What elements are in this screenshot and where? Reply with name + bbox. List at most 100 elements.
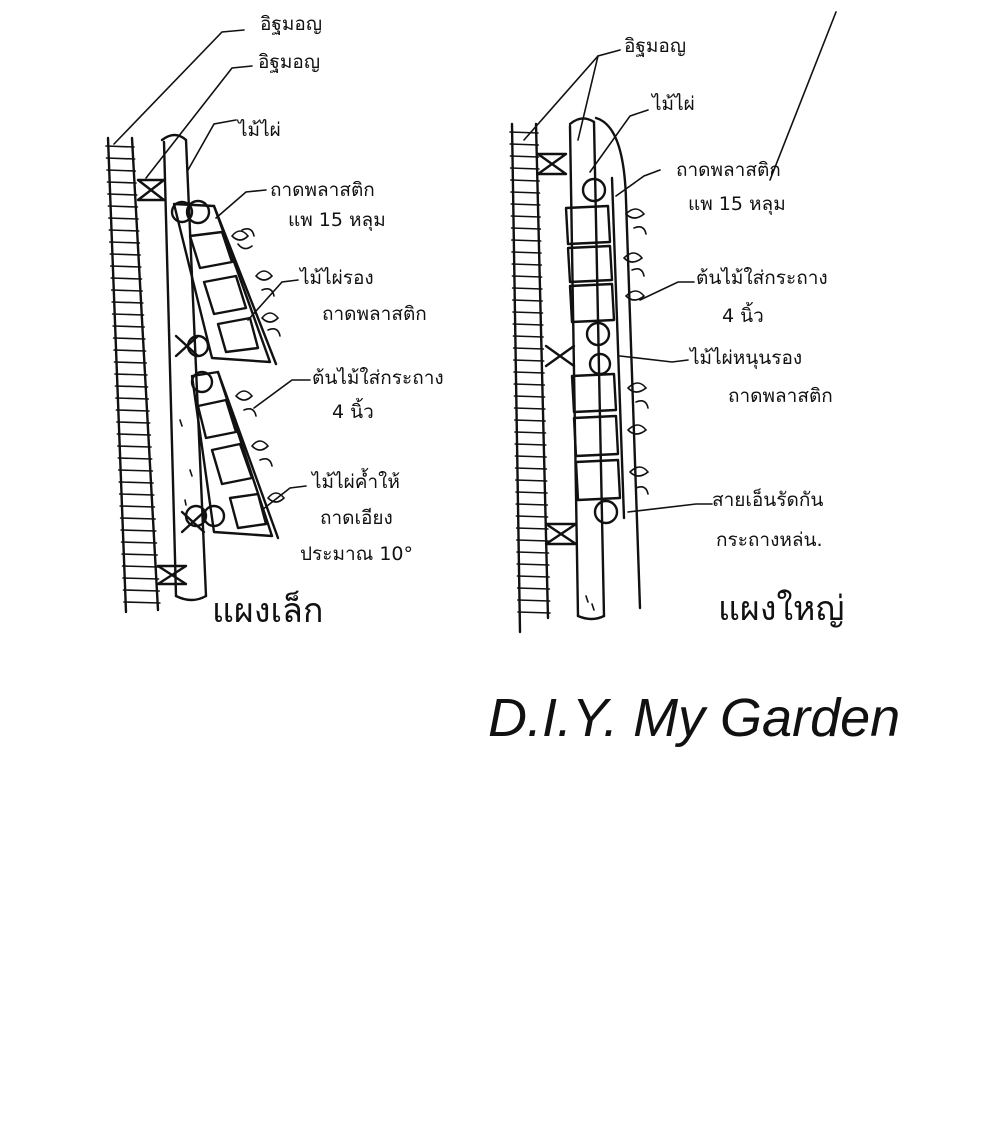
brick-rung bbox=[109, 253, 141, 256]
left-label-bamboo-support: ไม้ไผ่รอง bbox=[298, 267, 374, 289]
brick-rung bbox=[105, 145, 135, 148]
brick-rung bbox=[106, 169, 137, 172]
brick-rung bbox=[108, 241, 141, 244]
right-support-line bbox=[594, 116, 642, 610]
brick-rung bbox=[120, 529, 157, 532]
brick-rung bbox=[108, 229, 140, 232]
right-brick-rungs bbox=[509, 131, 551, 614]
left-bamboo-pole bbox=[160, 133, 208, 602]
right-vertical-tray bbox=[564, 176, 626, 525]
brick-rung bbox=[110, 289, 143, 292]
brick-rung bbox=[509, 179, 541, 182]
brick-rung bbox=[516, 551, 550, 554]
left-leader-lines bbox=[113, 29, 311, 511]
brick-rung bbox=[122, 589, 161, 592]
brick-rung bbox=[108, 217, 139, 220]
left-label-tilt: ไม้ไผ่ค้ำให้ bbox=[310, 468, 400, 493]
brick-rung bbox=[123, 601, 161, 604]
brick-rung bbox=[110, 277, 143, 280]
brick-rung bbox=[111, 313, 145, 316]
right-plants bbox=[623, 208, 650, 495]
left-brick-wall bbox=[105, 136, 161, 614]
brick-rung bbox=[114, 385, 149, 388]
brick-rung bbox=[517, 611, 551, 614]
brand-title: D.I.Y. My Garden bbox=[488, 688, 900, 748]
brick-rung bbox=[109, 265, 142, 268]
right-panel-drawing bbox=[509, 11, 837, 634]
right-brick-wall bbox=[509, 122, 551, 634]
brick-rung bbox=[512, 347, 545, 350]
brick-rung bbox=[515, 503, 549, 506]
brick-rung bbox=[121, 553, 158, 556]
left-caption: แผงเล็ก bbox=[212, 590, 323, 631]
brick-rung bbox=[513, 383, 546, 386]
brick-rung bbox=[510, 191, 541, 194]
right-label-bamboo: ไม้ไผ่ bbox=[650, 93, 695, 115]
brick-rung bbox=[116, 445, 152, 448]
brick-rung bbox=[513, 407, 546, 410]
brick-rung bbox=[116, 421, 151, 424]
brick-rung bbox=[513, 371, 545, 374]
brick-rung bbox=[120, 541, 158, 544]
brick-rung bbox=[512, 359, 545, 362]
brick-rung bbox=[115, 409, 150, 412]
brick-rung bbox=[121, 565, 159, 568]
brick-rung bbox=[510, 203, 541, 206]
brick-rung bbox=[107, 193, 138, 196]
brick-rung bbox=[515, 491, 548, 494]
brick-rung bbox=[510, 215, 541, 218]
brick-rung bbox=[111, 301, 144, 304]
right-label-wire: สายเอ็นรัดกัน bbox=[712, 487, 823, 511]
left-label-tilt-2: ถาดเอียง bbox=[320, 507, 393, 529]
right-label-wire-2: กระถางหล่น. bbox=[716, 529, 823, 551]
brick-rung bbox=[515, 515, 549, 518]
right-label-plastic-tray: ถาดพลาสติก bbox=[676, 159, 781, 181]
left-lower-tray bbox=[184, 370, 280, 540]
brick-rung bbox=[115, 397, 150, 400]
right-cross-ties bbox=[536, 152, 578, 546]
brick-rung bbox=[509, 167, 540, 170]
brick-rung bbox=[509, 143, 540, 146]
brick-rung bbox=[511, 287, 543, 290]
brick-rung bbox=[122, 577, 160, 580]
left-label-tilt-3: ประมาณ 10° bbox=[300, 543, 413, 565]
brick-rung bbox=[512, 323, 544, 326]
left-label-plastic-tray: ถาดพลาสติก bbox=[270, 179, 375, 201]
brick-rung bbox=[515, 527, 549, 530]
right-label-seedlings: ต้นไม้ใส่กระถาง bbox=[696, 267, 828, 289]
brick-rung bbox=[514, 479, 548, 482]
right-label-tray-rows: แพ 15 หลุม bbox=[688, 193, 786, 216]
left-panel-drawing bbox=[105, 29, 311, 614]
brick-rung bbox=[114, 373, 148, 376]
brick-rung bbox=[514, 467, 548, 470]
brick-rung bbox=[112, 325, 146, 328]
brick-rung bbox=[509, 131, 539, 134]
left-label-bamboo: ไม้ไผ่ bbox=[236, 119, 281, 141]
brick-rung bbox=[514, 455, 547, 458]
brick-rung bbox=[510, 227, 542, 230]
brick-rung bbox=[511, 275, 543, 278]
brick-rung bbox=[119, 505, 156, 508]
brick-rung bbox=[515, 539, 550, 542]
brick-rung bbox=[516, 563, 550, 566]
left-label-pot-size: 4 นิ้ว bbox=[332, 398, 374, 423]
left-label-support-a: อิฐมอญ bbox=[260, 13, 322, 35]
right-label-pot-size: 4 นิ้ว bbox=[722, 302, 764, 327]
brick-rung bbox=[117, 457, 153, 460]
brick-rung bbox=[119, 517, 156, 520]
right-leader-lines bbox=[523, 11, 837, 513]
right-label-bamboo-support: ไม้ไผ่หนุนรอง bbox=[688, 347, 802, 370]
brick-rung bbox=[511, 251, 542, 254]
left-upper-tray bbox=[170, 199, 278, 366]
right-label-bamboo-support-2: ถาดพลาสติก bbox=[728, 385, 833, 407]
brick-rung bbox=[118, 481, 154, 484]
brick-rung bbox=[105, 157, 136, 160]
brick-rung bbox=[107, 205, 139, 208]
brick-rung bbox=[113, 361, 148, 364]
brick-rung bbox=[511, 299, 544, 302]
brick-rung bbox=[516, 599, 551, 602]
brick-rung bbox=[516, 587, 551, 590]
left-label-tray-rows: แพ 15 หลุม bbox=[288, 209, 386, 232]
brick-rung bbox=[513, 419, 547, 422]
